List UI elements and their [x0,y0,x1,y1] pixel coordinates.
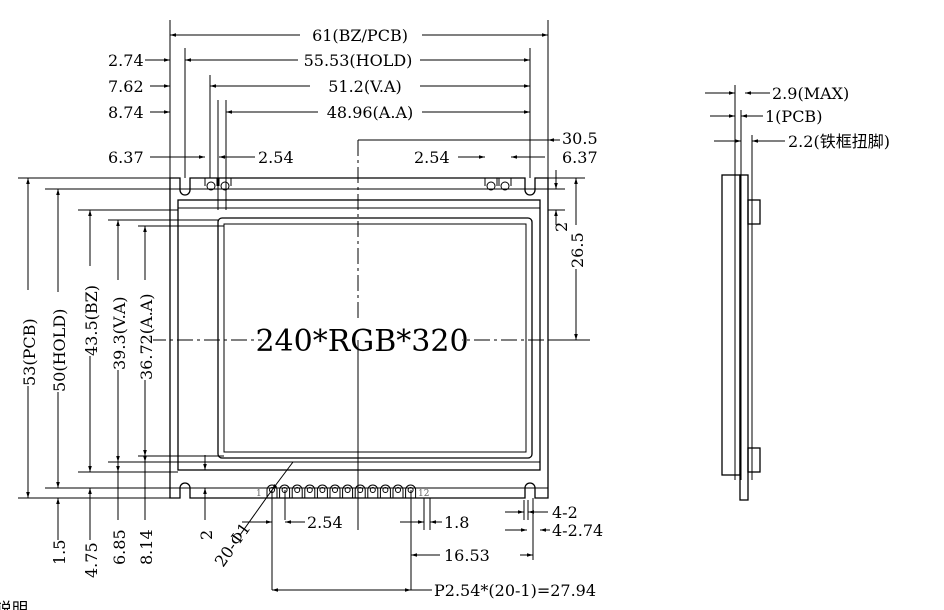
dim-4-75: 4.75 [82,542,101,578]
pin-pad [379,484,391,498]
dim-1-5: 1.5 [50,540,69,565]
bottom-dimensions: 2.54 1.8 4-2 4-2.74 16.53 P2.54*(20-1)=2… [211,340,603,600]
side-dim-max: 2.9(MAX) [772,84,849,103]
dim-26-5: 26.5 [568,232,587,268]
bezel-outline [177,199,541,471]
top-dimensions: 61(BZ/PCB) 2.74 55.53(HOLD) 7.62 51.2(V.… [108,20,598,341]
dim-2-54-right: 2.54 [414,148,450,167]
pin-pad [304,484,316,498]
pin-pad [354,484,366,498]
side-dim-pcb: 1(PCB) [765,107,822,126]
front-view: 240*RGB*320 1 12 [150,140,585,530]
pin-hole [344,487,351,493]
pin-hole [306,487,313,493]
side-dim-frame: 2.2(铁框扭脚) [788,132,890,151]
dim-55-53-hold: 55.53(HOLD) [304,51,413,70]
dim-51-2-va: 51.2(V.A) [328,77,402,96]
dim-61-bz-pcb: 61(BZ/PCB) [312,26,408,45]
dim-53-pcb: 53(PCB) [20,318,39,386]
pin-hole [395,487,401,493]
notes-heading: 说明 [0,599,28,610]
pin-pad [279,484,291,498]
pin-pad [329,484,341,498]
pin-hole [319,487,326,493]
dim-8-14: 8.14 [137,529,156,565]
bezel-step [178,207,540,463]
pin-pad [342,484,354,498]
dim-50-hold: 50(HOLD) [50,309,69,392]
dim-43-5-bz: 43.5(BZ) [82,285,101,356]
pin-hole [332,487,338,493]
pin-pad [392,484,404,498]
dim-4-2-74: 4-2.74 [552,521,603,540]
dim-pin-span: P2.54*(20-1)=27.94 [434,581,596,600]
pin-pad [291,484,303,498]
pin-1-label: 1 [256,489,262,499]
dim-6-37-right: 6.37 [562,148,598,167]
dim-2-54-left: 2.54 [258,148,294,167]
dim-48-96-aa: 48.96(A.A) [327,103,413,122]
dim-2-54-pitch: 2.54 [307,513,343,532]
active-area [223,223,527,453]
dim-6-85: 6.85 [110,529,129,565]
dim-1-8: 1.8 [444,513,469,532]
pin-pad [405,484,417,498]
viewing-area [217,217,533,459]
dim-16-53: 16.53 [444,546,490,565]
resolution-label: 240*RGB*320 [255,324,468,359]
pin-hole [369,487,376,493]
dim-8-74: 8.74 [108,103,144,122]
dim-hole-count: 20-Φ1 [211,519,255,570]
dim-6-37-left: 6.37 [108,148,144,167]
left-dimensions: 53(PCB) 50(HOLD) 43.5(BZ) 39.3(V.A) 36.7… [18,177,224,578]
dim-2-74: 2.74 [108,51,144,70]
dim-30-5: 30.5 [562,129,598,148]
pin-pad [316,484,328,498]
dim-36-72-aa: 36.72(A.A) [137,294,156,380]
dim-2-right: 2 [552,222,571,232]
dim-7-62: 7.62 [108,77,144,96]
pin-row [266,484,417,498]
pin-hole [294,487,301,493]
top-mount-holes [204,178,512,191]
pin-12-label: 12 [418,489,429,499]
dim-4-2: 4-2 [552,503,578,522]
dim-2-bottom: 2 [197,530,216,540]
side-view: 2.9(MAX) 1(PCB) 2.2(铁框扭脚) [705,84,890,501]
dim-39-3-va: 39.3(V.A) [110,296,129,370]
pin-pad [367,484,379,498]
pcb-outline [169,177,549,499]
pin-hole [382,487,389,493]
